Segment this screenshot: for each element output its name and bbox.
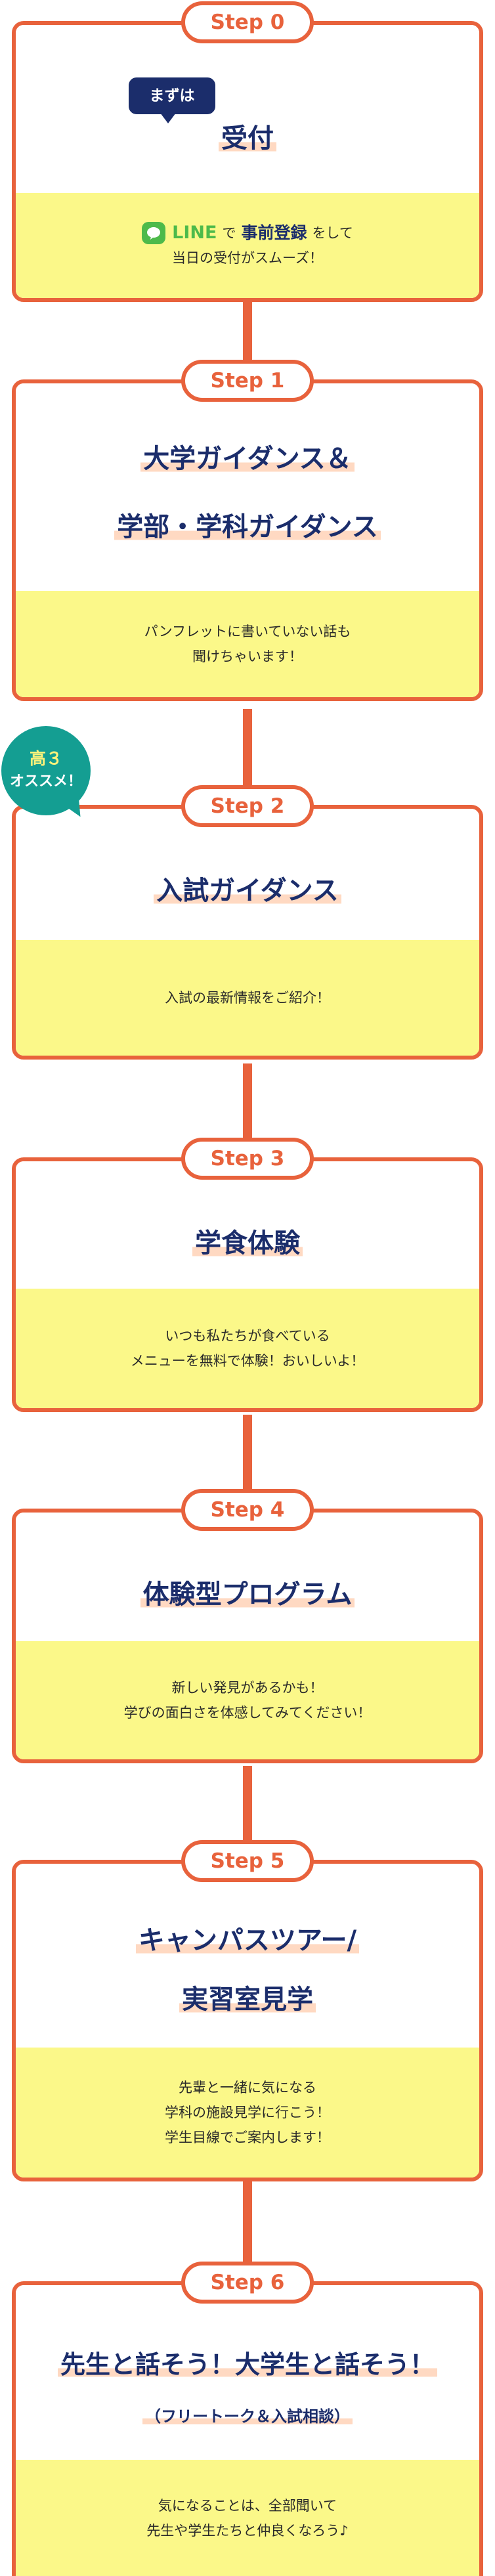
timeline-connector: [243, 1063, 252, 1155]
timeline-connector: [243, 1766, 252, 1858]
line-brand-text: LINE: [172, 223, 217, 243]
recommend-badge: 高３ オススメ！: [1, 726, 91, 815]
step-card-1: 大学ガイダンス＆ 学部・学科ガイダンス パンフレットに書いていない話も 聞けちゃ…: [12, 379, 483, 701]
step-title: 受付: [16, 117, 479, 155]
step-label: Step 4: [181, 1489, 314, 1531]
step-title: 体験型プログラム: [16, 1573, 479, 1611]
step-title: 大学ガイダンス＆: [16, 437, 479, 475]
step-card-6: 先生と話そう！大学生と話そう！ （フリートーク＆入試相談） 気になることは、全部…: [12, 2281, 483, 2576]
line-logo-icon: [142, 222, 166, 244]
step-desc-line: 当日の受付がスムーズ！: [172, 250, 323, 266]
step-desc-line: 聞けちゃいます！: [192, 649, 303, 664]
step-desc-line: パンフレットに書いていない話も: [144, 624, 351, 639]
timeline-connector: [243, 2173, 252, 2278]
timeline-connector: [243, 709, 252, 801]
timeline-connector: [243, 289, 252, 374]
step-desc-line: 入試の最新情報をご紹介！: [165, 990, 330, 1006]
step-desc-line: 学科の施設見学に行こう！: [165, 2105, 330, 2120]
step-desc-line: 先輩と一緒に気になる: [179, 2080, 316, 2095]
timeline-connector: [243, 1415, 252, 1507]
step-label: Step 2: [181, 785, 314, 827]
pre-registration-text: 事前登録: [241, 223, 307, 242]
step-title: 先生と話そう！大学生と話そう！: [16, 2344, 479, 2380]
step-label: Step 0: [181, 1, 314, 43]
step-label: Step 5: [181, 1840, 314, 1882]
step-title: 学部・学科ガイダンス: [16, 505, 479, 544]
step-title: 実習室見学: [16, 1978, 479, 2016]
step-desc-line: 先生や学生たちと仲良くなろう♪: [146, 2522, 349, 2539]
step-card-3: 学食体験 いつも私たちが食べている メニューを無料で体験！おいしいよ！: [12, 1157, 483, 1412]
step-title: 入試ガイダンス: [16, 869, 479, 907]
step-desc-line: メニューを無料で体験！おいしいよ！: [130, 1353, 365, 1369]
line-mid-text: をして: [312, 225, 353, 241]
step-desc-line: いつも私たちが食べている: [165, 1328, 330, 1344]
step-desc-line: 学びの面白さを体感してみてください！: [123, 1705, 372, 1721]
step-desc-line: 新しい発見があるかも！: [171, 1680, 324, 1696]
step-card-5: キャンパスツアー/ 実習室見学 先輩と一緒に気になる 学科の施設見学に行こう！ …: [12, 1860, 483, 2181]
line-registration-row: LINE で 事前登録 をして: [142, 221, 353, 246]
step-title: 学食体験: [16, 1222, 479, 1260]
first-badge: まずは: [129, 77, 215, 123]
step-desc-line: 気になることは、全部聞いて: [158, 2497, 337, 2514]
step-label: Step 1: [181, 360, 314, 402]
step-card-2: 入試ガイダンス 入試の最新情報をご紹介！: [12, 805, 483, 1060]
step-label: Step 6: [181, 2262, 314, 2304]
step-card-0: 受付 LINE で 事前登録 をして 当日の受付がスムーズ！: [12, 21, 483, 302]
line-mid-text: で: [222, 225, 236, 241]
step-label: Step 3: [181, 1138, 314, 1180]
step-title: キャンパスツアー/: [16, 1919, 479, 1957]
step-subtitle: （フリートーク＆入試相談）: [16, 2403, 479, 2426]
step-card-4: 体験型プログラム 新しい発見があるかも！ 学びの面白さを体感してみてください！: [12, 1509, 483, 1763]
step-desc-line: 学生目線でご案内します！: [165, 2130, 330, 2145]
